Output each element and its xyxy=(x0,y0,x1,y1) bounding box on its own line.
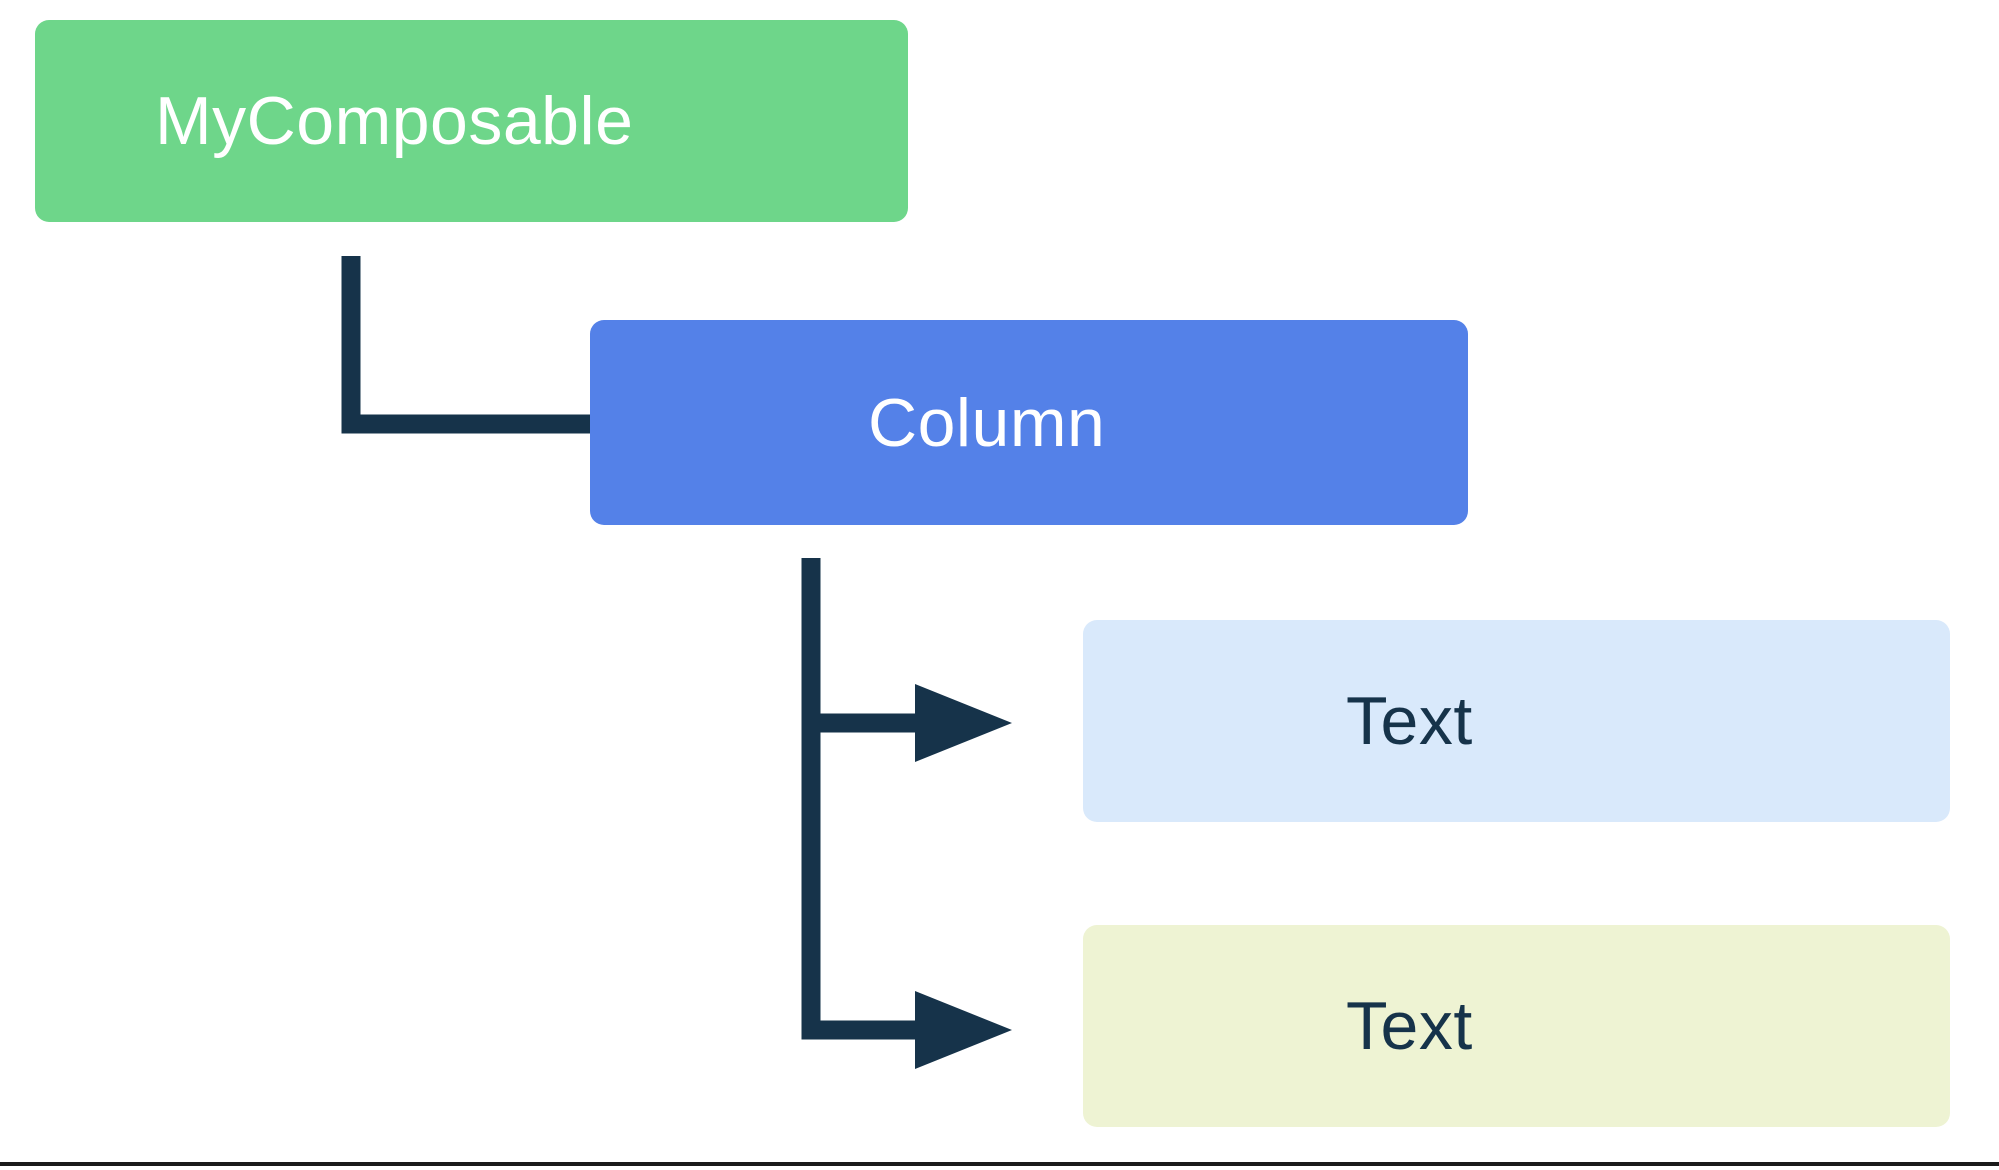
edge-column-to-text2 xyxy=(801,723,1012,1069)
node-text-1-label: Text xyxy=(1346,683,1473,759)
node-my-composable[interactable]: MyComposable xyxy=(35,20,908,222)
node-text-1[interactable]: Text xyxy=(1083,620,1950,822)
edge-column-to-text1 xyxy=(801,558,1012,762)
node-column[interactable]: Column xyxy=(590,320,1468,525)
node-text-2[interactable]: Text xyxy=(1083,925,1950,1127)
node-my-composable-label: MyComposable xyxy=(155,83,634,159)
bottom-divider xyxy=(0,1162,1999,1166)
node-column-label: Column xyxy=(868,384,1106,461)
node-text-2-label: Text xyxy=(1346,988,1473,1064)
